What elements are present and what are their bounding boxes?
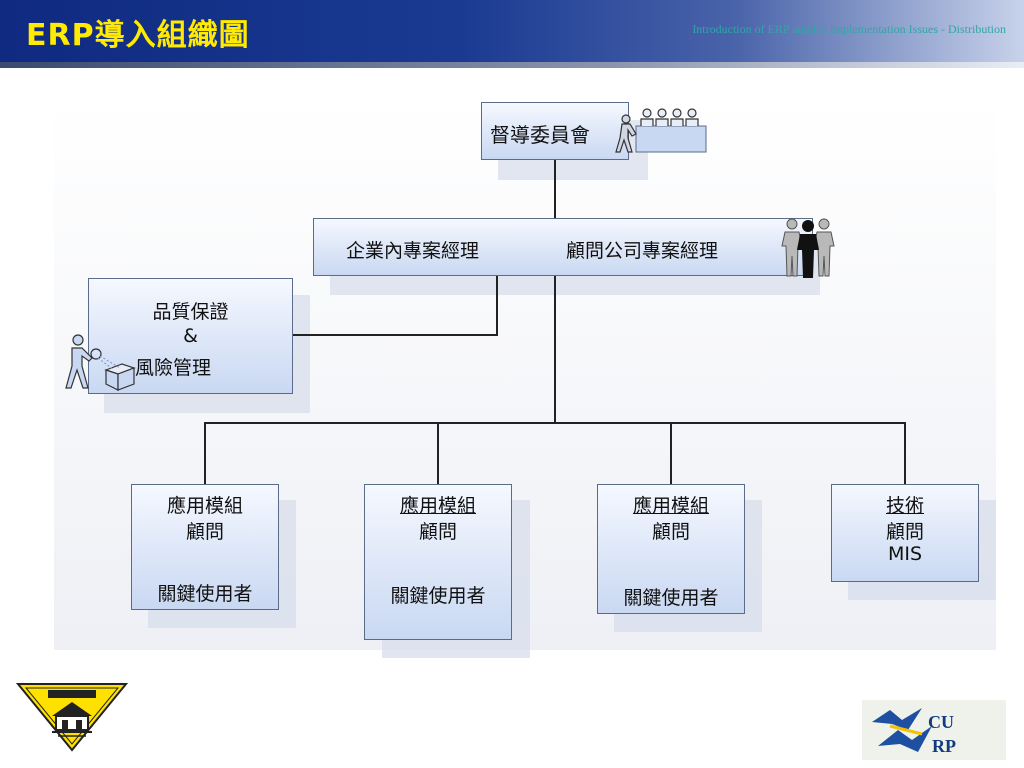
svg-text:CU: CU	[928, 712, 954, 732]
module2-label-line3: 關鍵使用者	[390, 585, 486, 607]
module3-label-line3: 關鍵使用者	[623, 587, 719, 609]
qa-label-line1: 品質保證	[152, 301, 229, 323]
qa-risk-box: 品質保證 & 風險管理	[88, 278, 293, 394]
connector-line	[554, 276, 556, 424]
page-title: ERP導入組織圖	[26, 18, 250, 53]
inspector-icon	[65, 334, 136, 391]
header-divider	[0, 62, 1024, 68]
module3-label-line1: 應用模組	[632, 495, 709, 517]
consultant-pm-label: 顧問公司專案經理	[566, 240, 719, 262]
module3-label-line2: 顧問	[651, 521, 690, 543]
page-subtitle: Introduction of ERP and It's Implementat…	[692, 22, 1006, 36]
connector-line	[437, 422, 439, 484]
module-box-2: 應用模組 顧問 關鍵使用者	[364, 484, 512, 640]
tech-label-line1: 技術	[885, 495, 924, 517]
people-group-icon	[781, 218, 835, 278]
connector-line	[554, 160, 556, 220]
qa-label-line2: &	[183, 325, 198, 347]
module-box-1: 應用模組 顧問 關鍵使用者	[131, 484, 279, 610]
svg-text:RP: RP	[932, 736, 956, 756]
connector-line	[292, 334, 498, 336]
steering-committee-box: 督導委員會	[481, 102, 629, 160]
module2-label-line1: 應用模組	[399, 495, 476, 517]
connector-line	[204, 422, 206, 484]
module1-label-line3: 關鍵使用者	[157, 583, 253, 605]
connector-line	[670, 422, 672, 484]
header-bar	[0, 0, 1024, 66]
module1-label-line2: 顧問	[185, 521, 224, 543]
tech-box: 技術 顧問 MIS	[831, 484, 979, 582]
steering-committee-label: 督導委員會	[490, 123, 590, 147]
connector-line	[904, 422, 906, 484]
module-box-3: 應用模組 顧問 關鍵使用者	[597, 484, 745, 614]
module1-label-line1: 應用模組	[166, 495, 243, 517]
committee-table-icon	[615, 108, 707, 153]
university-seal-icon	[16, 683, 128, 752]
qa-label-line3: 風險管理	[135, 357, 212, 379]
connector-line	[204, 422, 906, 424]
tech-label-line3: MIS	[887, 543, 923, 565]
project-managers-box: 企業內專案經理 顧問公司專案經理	[313, 218, 813, 276]
module2-label-line2: 顧問	[418, 521, 457, 543]
internal-pm-label: 企業內專案經理	[346, 240, 480, 262]
ncu-erp-logo-icon: CU RP	[862, 700, 1006, 760]
connector-line	[496, 276, 498, 336]
tech-label-line2: 顧問	[885, 521, 924, 543]
